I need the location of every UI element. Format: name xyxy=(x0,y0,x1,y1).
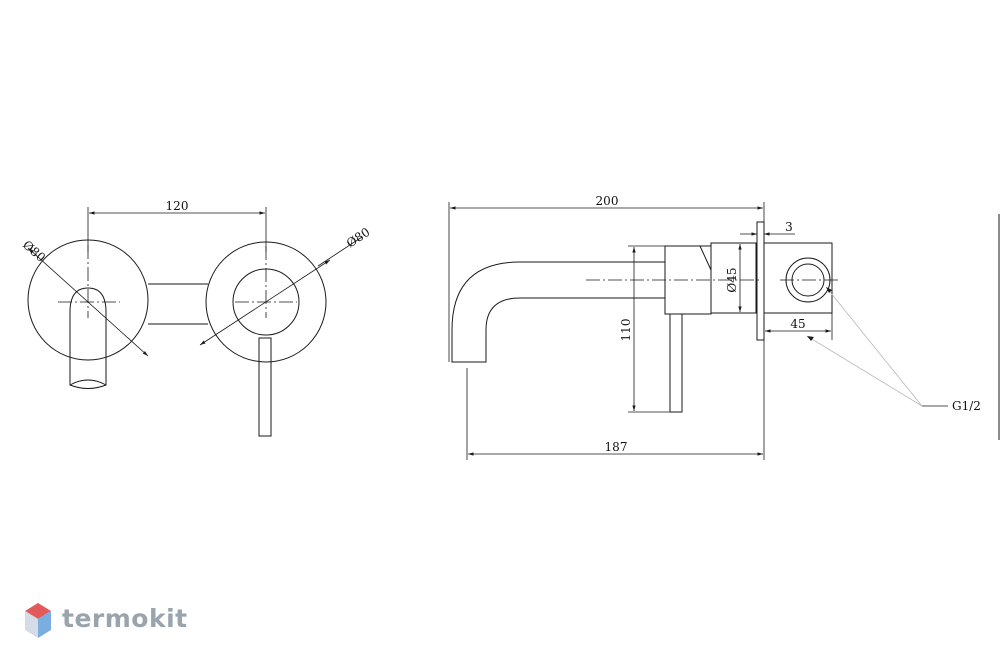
lever-side xyxy=(669,313,683,413)
cylinder xyxy=(710,242,757,314)
dim-d80-left-line xyxy=(27,247,149,357)
spout-front-mouth xyxy=(69,379,107,386)
dim-3-label: 3 xyxy=(785,220,793,234)
dim-d80-right-line xyxy=(199,259,331,346)
termokit-logo-icon xyxy=(25,603,51,638)
spout-side xyxy=(451,261,665,363)
dim-d80-right-leader xyxy=(317,236,363,267)
g12-arrow-upper xyxy=(826,287,832,293)
dim-187-label: 187 xyxy=(605,440,628,454)
logo-cube-right xyxy=(38,611,51,638)
front-view: 120 Ø80 Ø80 xyxy=(20,199,373,437)
dim-d80-left-label: Ø80 xyxy=(20,238,48,265)
g12-label: G1/2 xyxy=(952,399,981,413)
dim-200-label: 200 xyxy=(596,194,619,208)
dim-45-label: 45 xyxy=(790,317,805,331)
mixer-body-detail xyxy=(699,245,712,271)
concealed-box xyxy=(763,242,833,314)
dim-110-label: 110 xyxy=(619,319,633,342)
spout-front xyxy=(69,312,107,389)
side-view: 200 187 110 Ø45 3 45 G1/2 xyxy=(448,194,1000,460)
lever xyxy=(258,337,272,437)
dim-d45-label: Ø45 xyxy=(725,267,739,292)
g12-leader-lower xyxy=(806,335,923,407)
wall-plate xyxy=(756,221,765,341)
g12-leader-upper xyxy=(825,286,923,407)
g12-arrow-lower xyxy=(807,336,814,341)
logo-cube-left xyxy=(25,611,38,638)
brand-name: termokit xyxy=(62,604,188,633)
dim-120-label: 120 xyxy=(166,199,189,213)
dim-d80-right-label: Ø80 xyxy=(344,225,373,251)
